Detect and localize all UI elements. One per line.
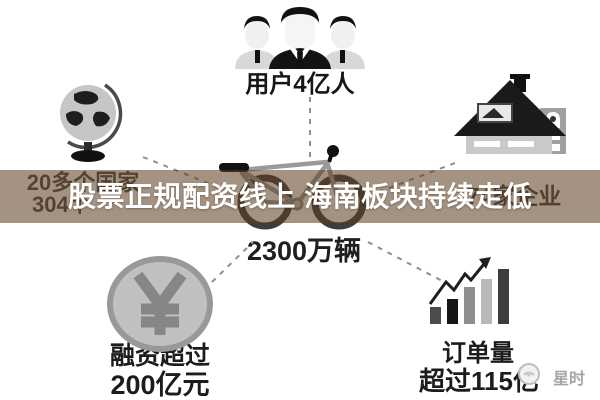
house-icon (454, 74, 566, 154)
bicycles-label: 2300万辆 (246, 236, 362, 266)
growth-bar-chart-icon (428, 257, 509, 324)
orders-label-line1: 订单量 (442, 340, 514, 367)
users-label: 用户4亿人 (245, 71, 355, 98)
headline-text: 股票正规配资线上 海南板块持续走低 (67, 181, 533, 212)
arrow-head (479, 257, 491, 269)
connector-chart-bike (367, 241, 449, 285)
watermark-text: 星时 (553, 371, 586, 388)
yuan-coin-icon (107, 256, 213, 352)
watermark-logo-icon (518, 363, 540, 385)
three-businesspeople-icon (235, 7, 365, 69)
connector-coin-bike (211, 241, 254, 283)
globe-icon (60, 83, 123, 162)
financing-label-line2: 200亿元 (110, 370, 210, 400)
headline-banner: 股票正规配资线上 海南板块持续走低 (0, 170, 600, 223)
order-bars (430, 269, 509, 324)
